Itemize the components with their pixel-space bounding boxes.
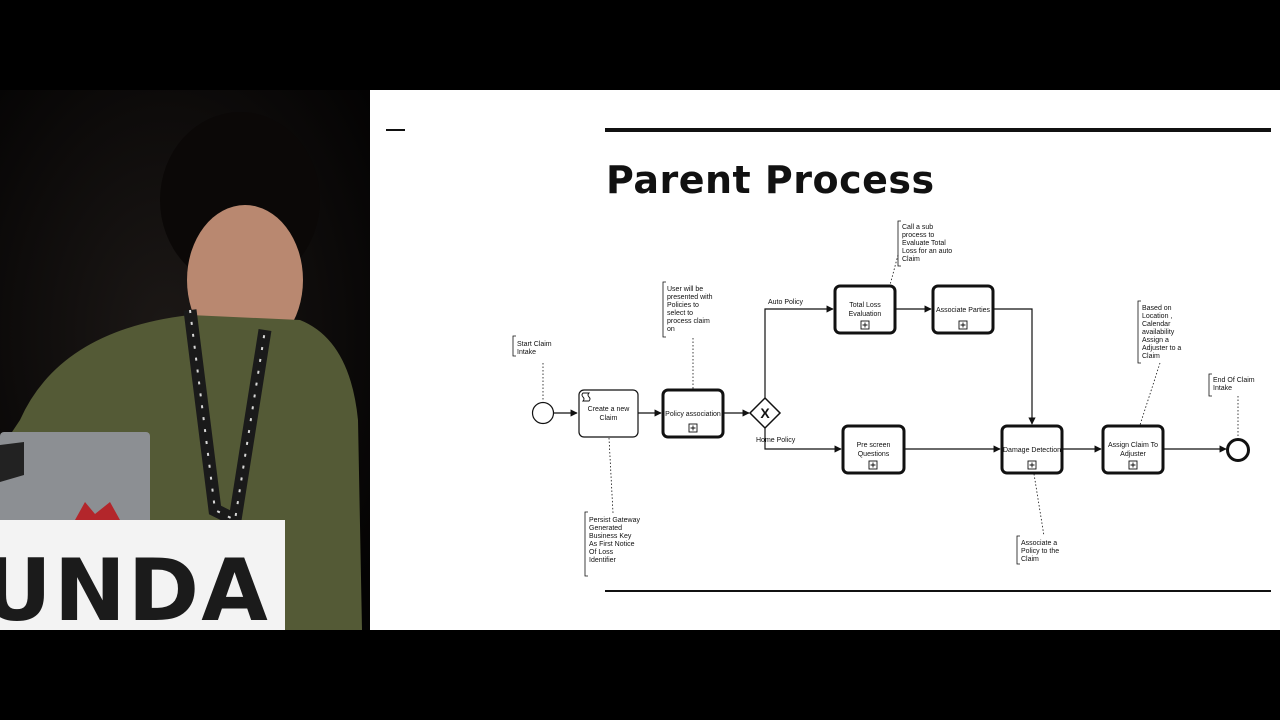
bracket-user-presented: [662, 281, 666, 338]
annotation-start-claim-2: Intake: [517, 349, 536, 356]
annotation-based-on-location-7: Claim: [1142, 353, 1160, 360]
annotation-user-presented-3: Policies to: [667, 302, 699, 309]
task-policy-association: Policy association: [661, 388, 725, 439]
task-pre-screen-questions: Pre screen Questions: [841, 424, 906, 475]
bracket-call-subprocess: [897, 220, 901, 267]
task-label-line-2: Claim: [600, 415, 618, 422]
task-total-loss-evaluation: Total Loss Evaluation: [833, 284, 897, 335]
task-box: [931, 284, 995, 335]
plus-square-icon: [688, 423, 698, 433]
flow-label-auto-policy: Auto Policy: [768, 299, 804, 306]
annotation-start-claim-1: Start Claim: [517, 341, 552, 348]
podium-logo-mark: [75, 502, 120, 520]
annotation-call-subprocess-5: Claim: [902, 256, 920, 263]
exclusive-gateway-icon: [748, 396, 782, 430]
task-label-line-1: Associate Parties: [936, 307, 991, 314]
annotation-persist-gateway-1: Persist Gateway: [589, 517, 640, 524]
annotation-based-on-location-1: Based on: [1142, 305, 1172, 312]
end-event-icon: [1226, 438, 1250, 462]
slide-corner-mark: [386, 129, 405, 131]
task-box: [661, 388, 725, 439]
task-box: [841, 424, 906, 475]
flow-label-home-policy: Home Policy: [756, 437, 796, 444]
task-box: [578, 389, 639, 438]
task-label-line-1: Pre screen: [857, 442, 891, 449]
annotation-persist-gateway-4: As First Notice: [589, 541, 635, 548]
annotation-associate-policy-2: Policy to the: [1021, 548, 1059, 555]
gateway-symbol: X: [760, 405, 770, 421]
annotation-end-claim-2: Intake: [1213, 385, 1232, 392]
annotation-user-presented-4: select to: [667, 310, 693, 317]
annotation-based-on-location-6: Adjuster to a: [1142, 345, 1181, 352]
annotation-user-presented-1: User will be: [667, 286, 703, 293]
task-assign-claim-to-adjuster: Assign Claim To Adjuster: [1101, 424, 1165, 475]
assoc-based-on-location: [1139, 362, 1161, 426]
start-event-icon: [531, 401, 555, 425]
slide-bottom-rule: [605, 590, 1271, 592]
task-label-line-2: Evaluation: [849, 311, 882, 318]
flow-gateway-totalloss: [764, 305, 834, 398]
podium-brand-text: UNDA: [0, 541, 270, 630]
assoc-associate-policy: [1033, 473, 1045, 537]
flow-parties-damage: [993, 308, 1036, 425]
slide-title: Parent Process: [606, 158, 935, 202]
slide-top-rule: [605, 128, 1271, 132]
annotation-based-on-location-3: Calendar: [1142, 321, 1171, 328]
plus-square-icon: [860, 320, 870, 330]
annotation-user-presented-2: presented with: [667, 294, 713, 301]
annotation-persist-gateway-6: Identifier: [589, 557, 617, 564]
script-icon: [581, 392, 591, 402]
annotation-call-subprocess-1: Call a sub: [902, 224, 933, 231]
annotation-connectors: [512, 220, 1239, 577]
bracket-persist-gateway: [584, 511, 588, 577]
task-label-line-1: Create a new: [588, 406, 631, 413]
sequence-flows: [554, 305, 1227, 453]
task-label-line-1: Damage Detection: [1003, 447, 1061, 454]
podium: [0, 520, 285, 630]
task-label-line-1: Policy association: [665, 411, 721, 418]
task-label-line-1: Total Loss: [849, 302, 881, 309]
annotation-persist-gateway-5: Of Loss: [589, 549, 614, 556]
task-box: [833, 284, 897, 335]
task-box: [1101, 424, 1165, 475]
bracket-based-on-location: [1137, 300, 1141, 364]
annotation-associate-policy-1: Associate a: [1021, 540, 1057, 547]
annotation-based-on-location-5: Assign a: [1142, 337, 1169, 344]
task-create-claim: Create a new Claim: [578, 389, 639, 438]
assoc-persist-gateway: [608, 437, 614, 514]
annotation-associate-policy-3: Claim: [1021, 556, 1039, 563]
task-damage-detection: Damage Detection: [1000, 424, 1064, 475]
annotation-call-subprocess-3: Evaluate Total: [902, 240, 946, 247]
lanyard: [183, 309, 272, 530]
plus-square-icon: [1027, 460, 1037, 470]
laptop-sticker: [0, 442, 24, 482]
speaker-video: UNDA: [0, 90, 370, 630]
bracket-start-claim: [512, 335, 516, 357]
plus-square-icon: [958, 320, 968, 330]
annotation-call-subprocess-2: process to: [902, 232, 934, 239]
annotation-persist-gateway-3: Business Key: [589, 533, 632, 540]
plus-square-icon: [868, 460, 878, 470]
bracket-end-claim: [1208, 373, 1212, 397]
annotation-end-claim-1: End Of Claim: [1213, 377, 1255, 384]
task-label-line-2: Adjuster: [1120, 451, 1146, 458]
annotation-based-on-location-2: Location ,: [1142, 313, 1172, 320]
task-associate-parties: Associate Parties: [931, 284, 995, 335]
flow-gateway-prescreen: [764, 428, 842, 453]
assoc-call-subprocess: [889, 254, 899, 286]
annotation-persist-gateway-2: Generated: [589, 525, 622, 532]
bracket-associate-policy: [1016, 535, 1020, 565]
annotation-based-on-location-4: availability: [1142, 329, 1175, 336]
annotation-call-subprocess-4: Loss for an auto: [902, 248, 952, 255]
annotation-texts: Start Claim Intake User will be presente…: [517, 224, 1255, 564]
speaker-scene: UNDA: [0, 90, 370, 630]
plus-square-icon: [1128, 460, 1138, 470]
annotation-user-presented-5: process claim: [667, 318, 710, 325]
task-label-line-1: Assign Claim To: [1108, 442, 1158, 449]
bpmn-diagram: Auto Policy Home Policy X Create a new C…: [512, 220, 1255, 577]
task-label-line-2: Questions: [858, 451, 890, 458]
task-box: [1000, 424, 1064, 475]
annotation-user-presented-6: on: [667, 326, 675, 333]
presentation-slide: Parent Process Auto Policy Home Policy: [370, 90, 1280, 630]
